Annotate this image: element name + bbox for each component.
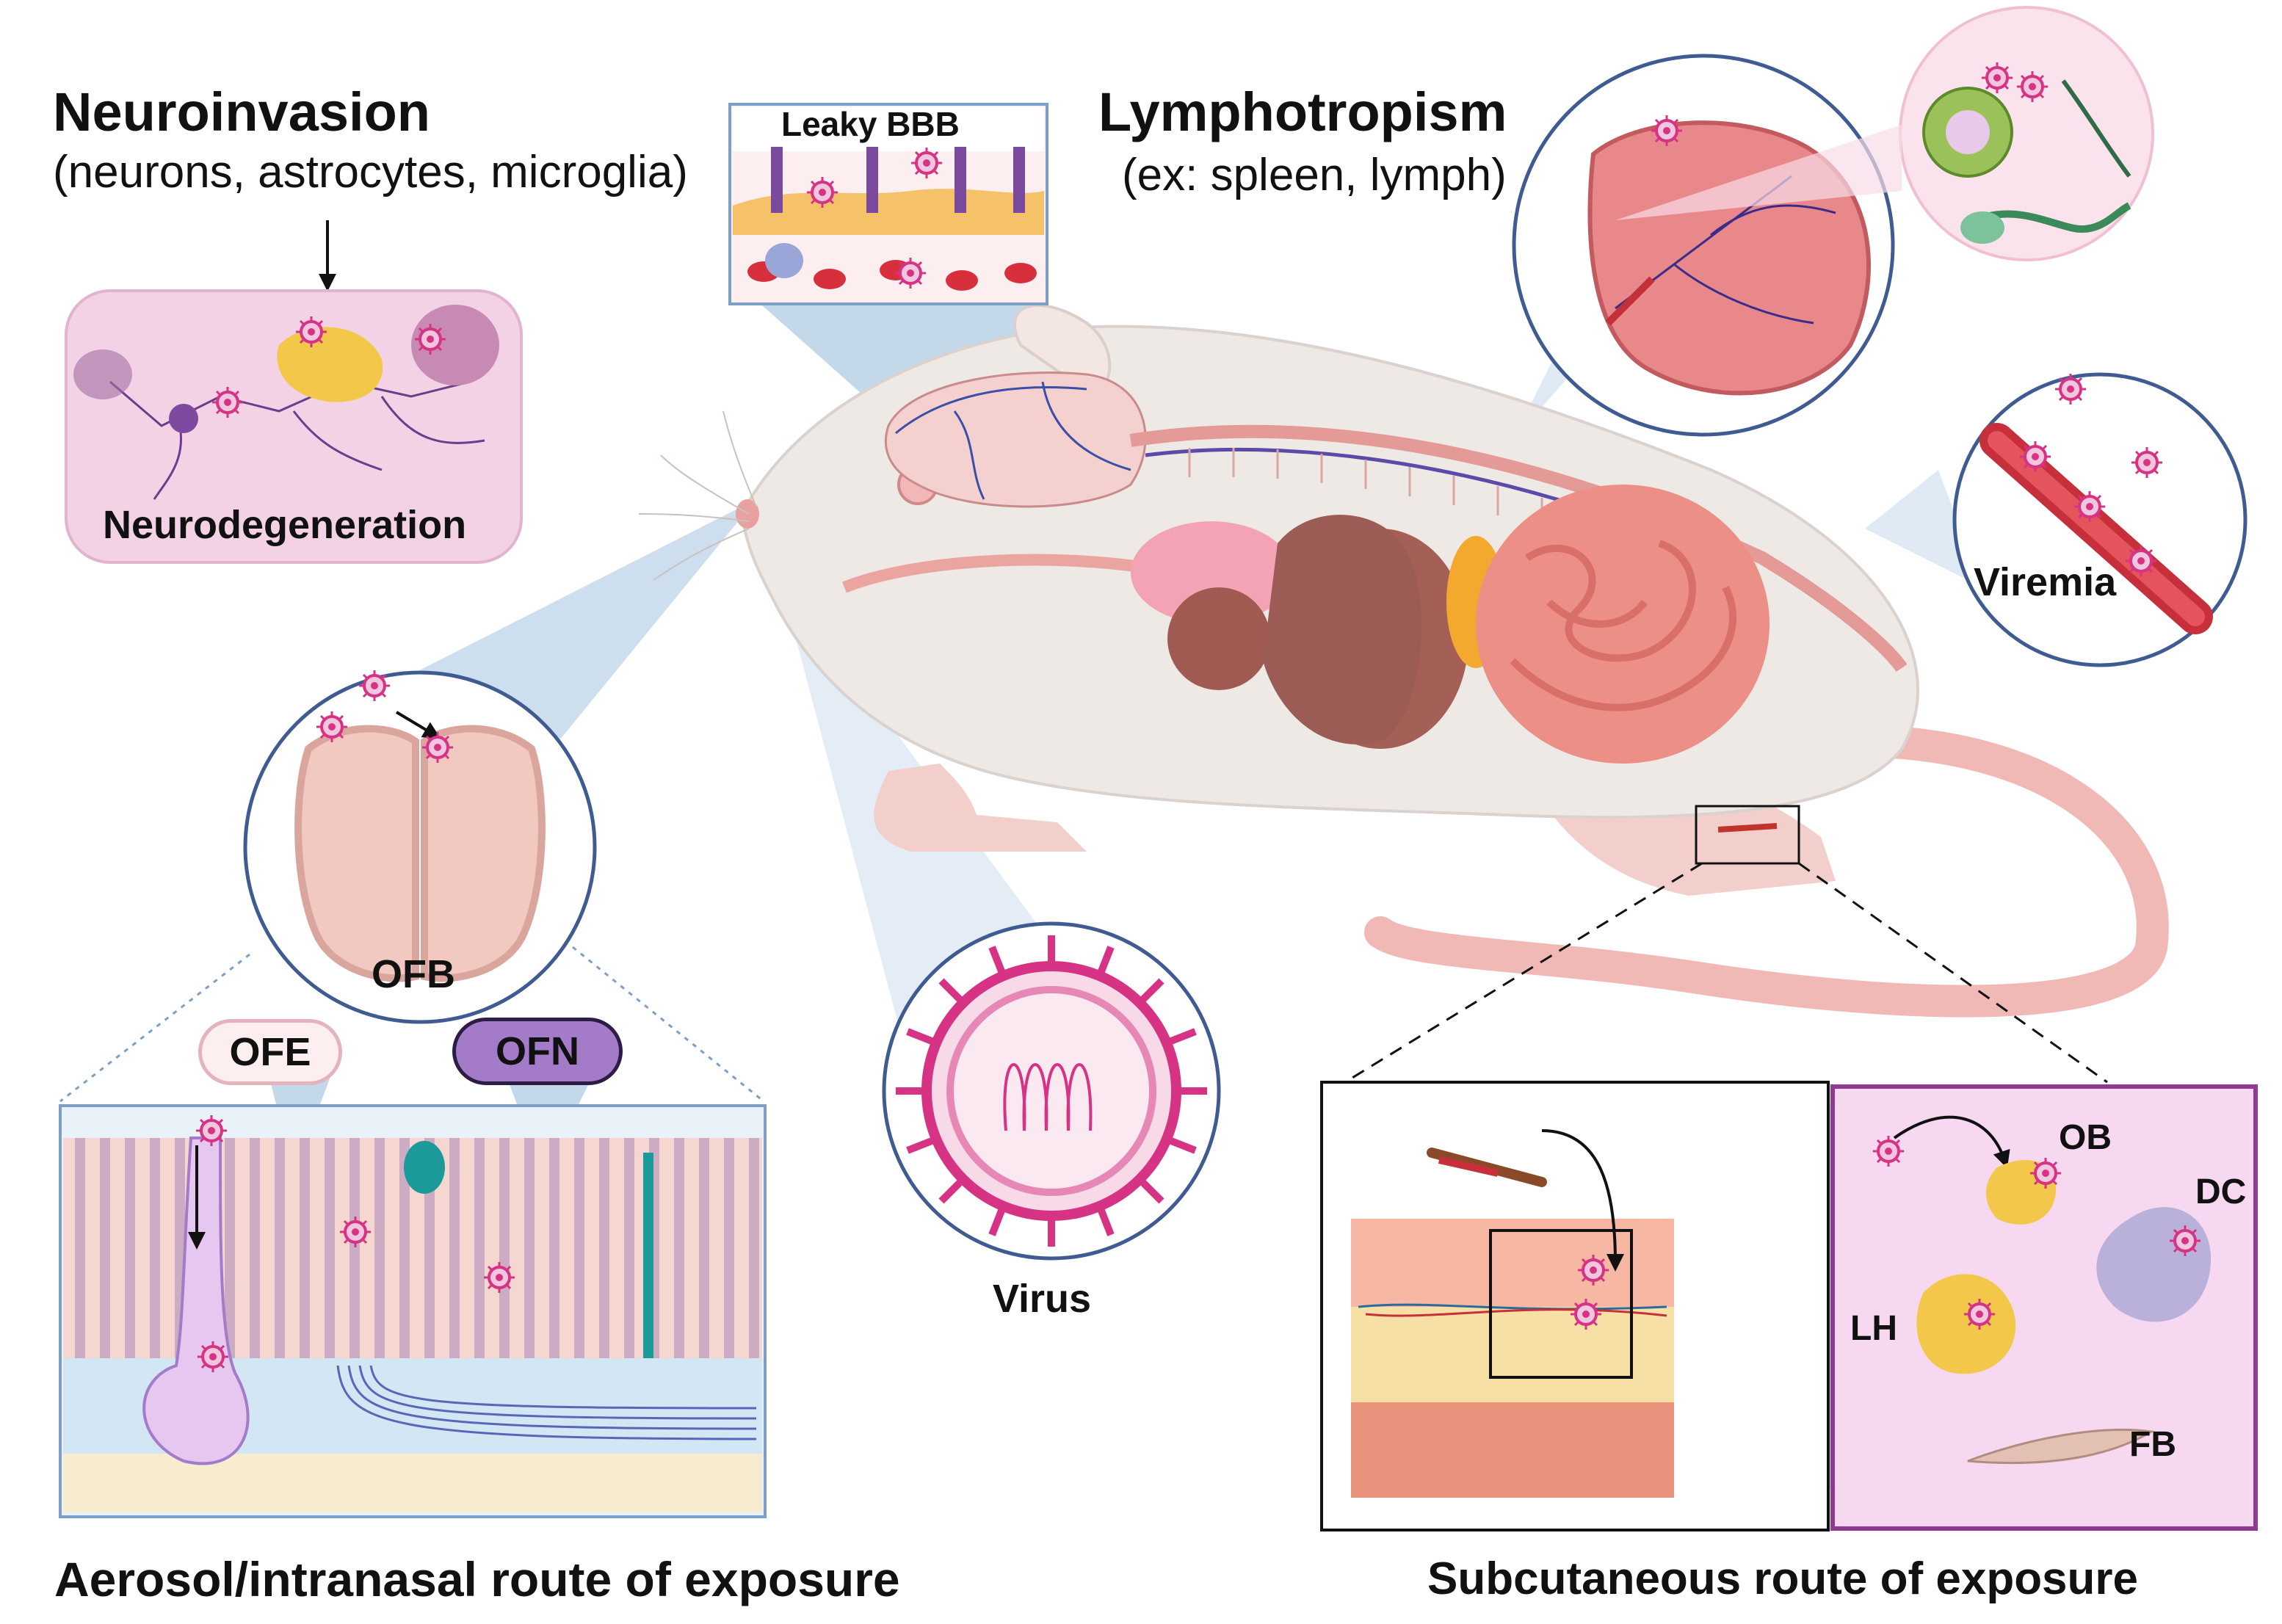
aerosol-route-caption: Aerosol/intranasal route of exposure <box>54 1552 900 1606</box>
ob-label: OB <box>2059 1118 2112 1157</box>
subcutaneous-route-caption: Subcutaneous route of exposure <box>1427 1554 2139 1604</box>
virus-label: Virus <box>993 1277 1092 1321</box>
fb-label: FB <box>2129 1425 2176 1464</box>
lh-label: LH <box>1850 1309 1897 1348</box>
olfactory-epithelium-panel <box>59 1104 767 1518</box>
ofe-pill: OFE <box>198 1019 342 1085</box>
neuroinvasion-title: Neuroinvasion <box>53 81 430 142</box>
dc-label: DC <box>2195 1172 2247 1211</box>
neuroinvasion-subtitle: (neurons, astrocytes, microglia) <box>53 147 688 197</box>
lymphotropism-title: Lymphotropism <box>1098 81 1507 142</box>
neuroinvasion-panel <box>65 220 523 564</box>
viremia-inset <box>1952 372 2247 667</box>
ofb-inset <box>59 669 764 1103</box>
ofn-pill: OFN <box>452 1018 623 1085</box>
mouse-illustration <box>638 304 2169 1018</box>
lymphotropism-subtitle: (ex: spleen, lymph) <box>1122 150 1507 200</box>
lymph-inset <box>1899 6 2154 261</box>
spleen-inset <box>1512 54 1895 437</box>
subcutaneous-skin-panel <box>1320 862 2258 1531</box>
lymph-cone <box>1615 125 1902 220</box>
leaky-bbb-label: Leaky BBB <box>781 105 960 143</box>
ofb-label: OFB <box>372 952 455 996</box>
neurodegeneration-label: Neurodegeneration <box>103 503 467 547</box>
virus-inset <box>882 921 1221 1261</box>
leaky-bbb-inset <box>728 103 1048 305</box>
viremia-label: Viremia <box>1974 560 2117 604</box>
